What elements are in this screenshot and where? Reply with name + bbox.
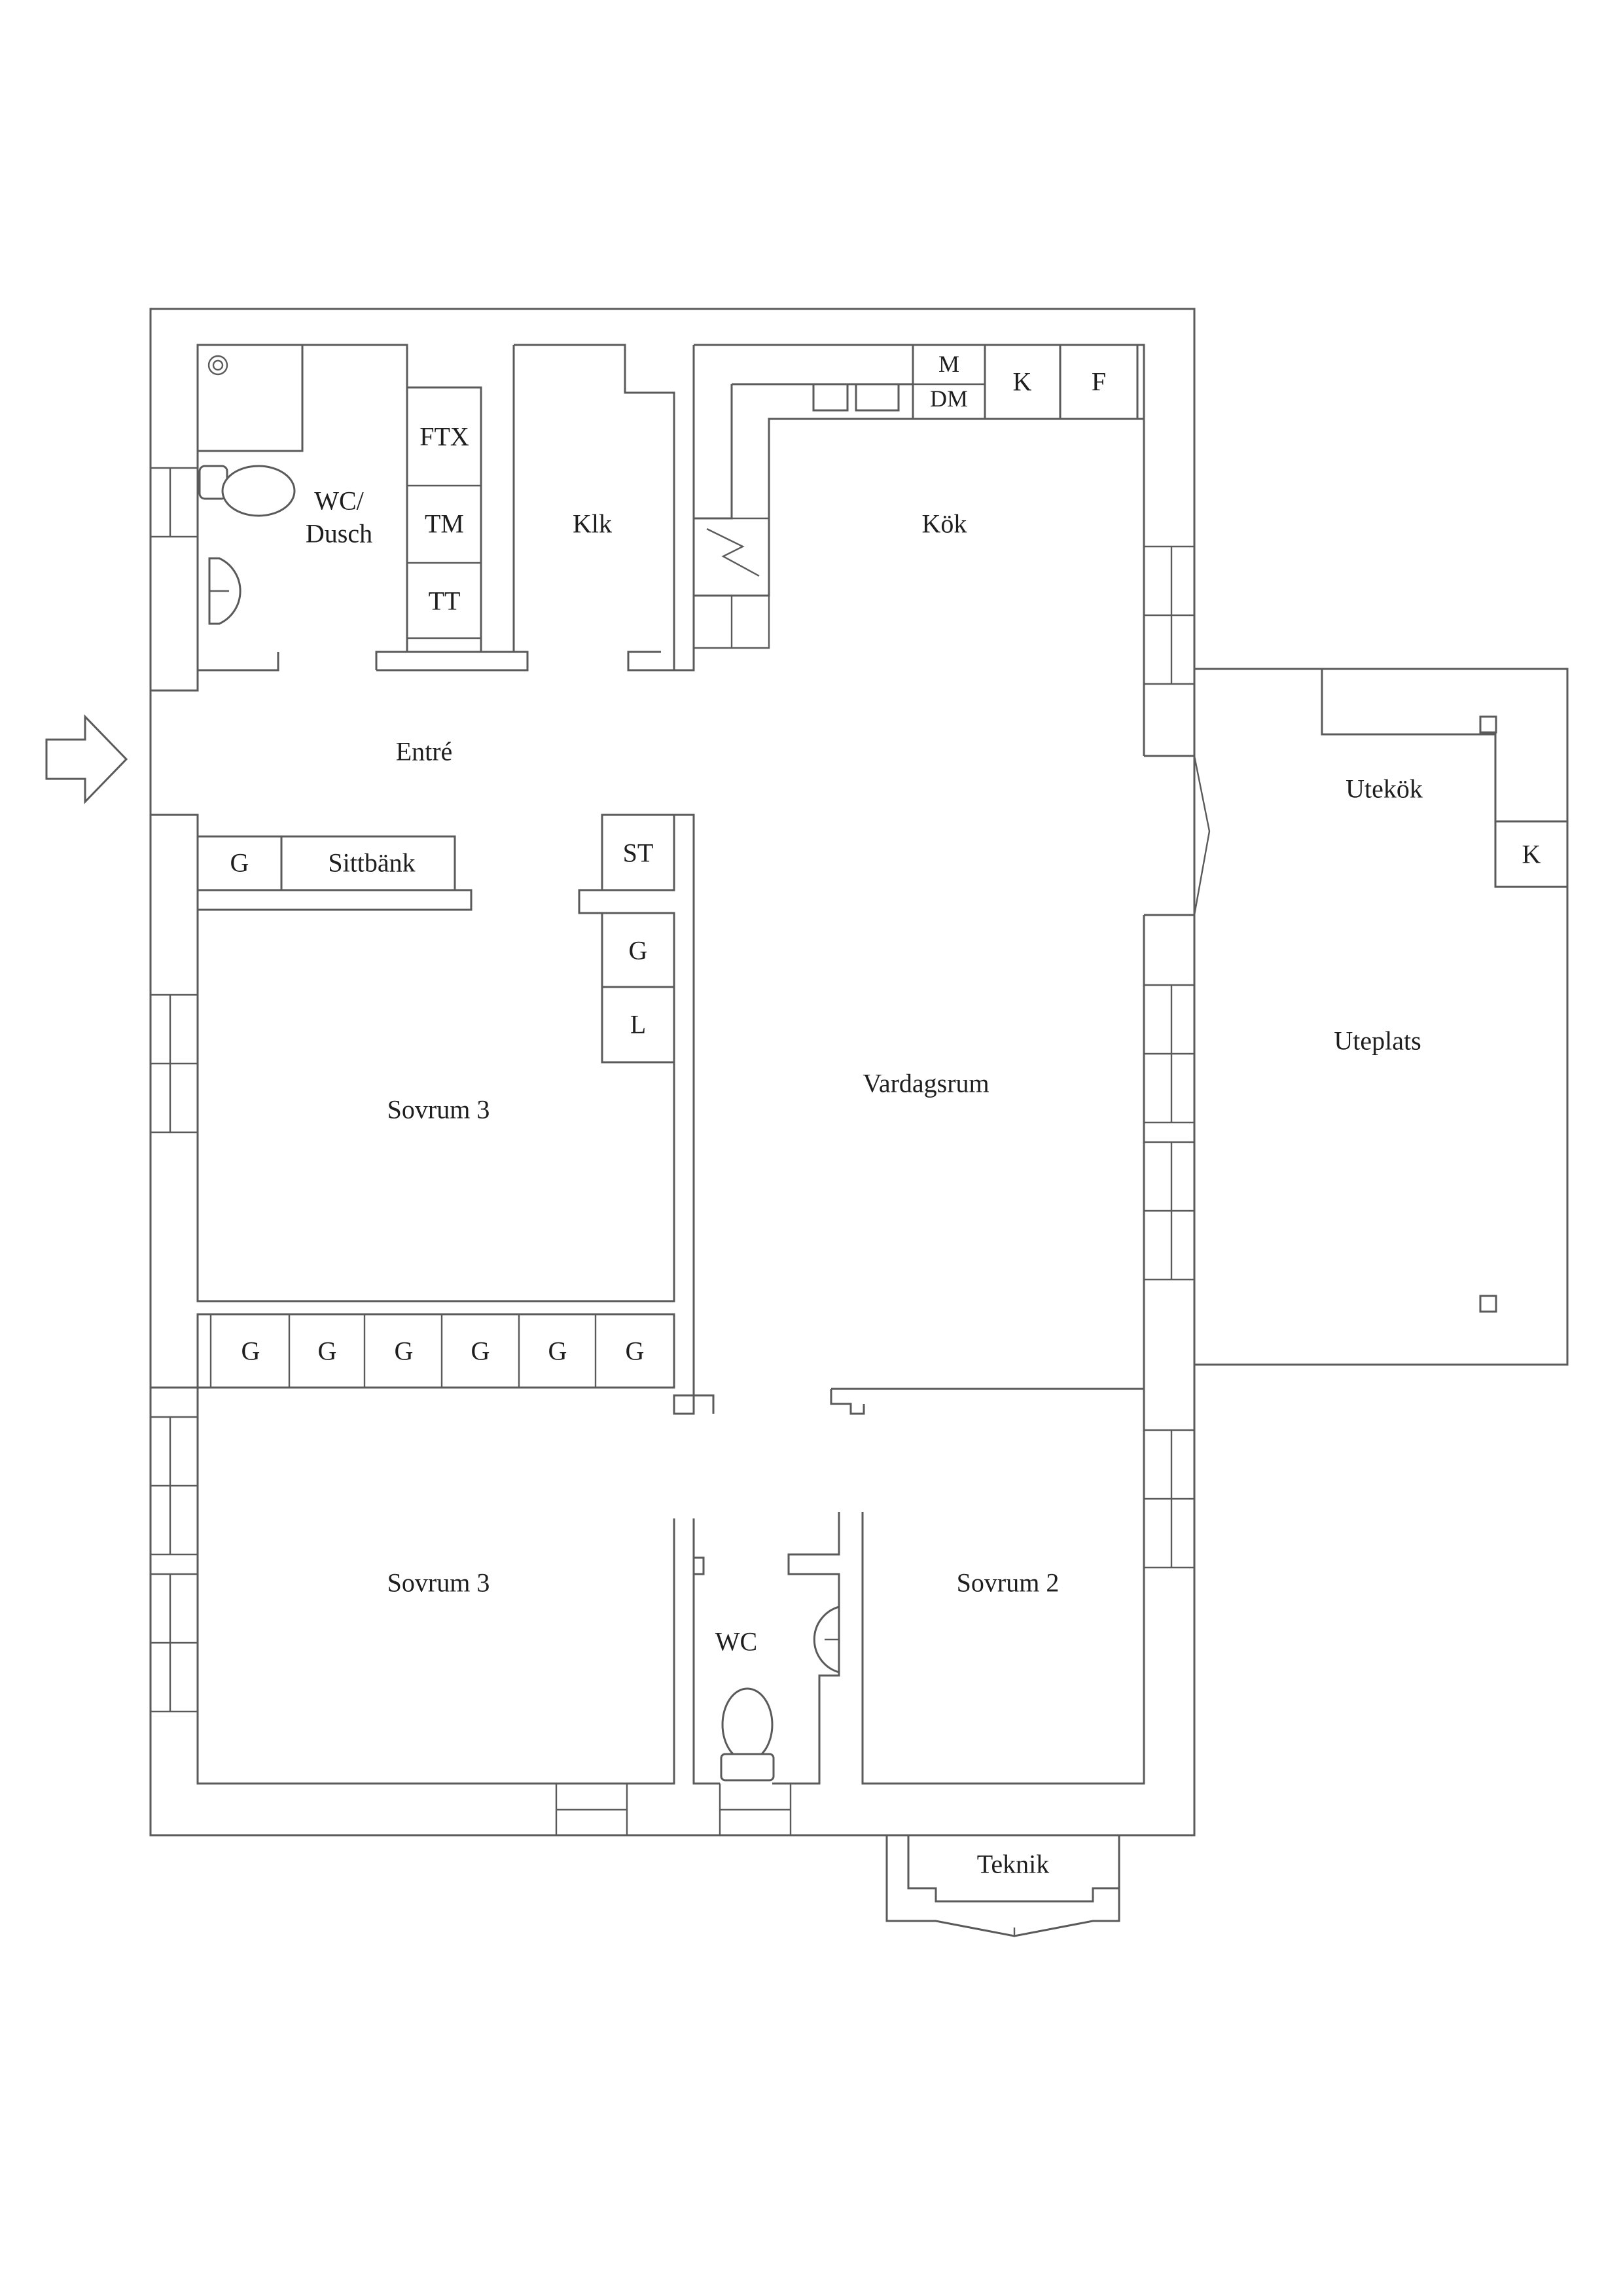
shower	[196, 344, 304, 452]
label-uteplats: Uteplats	[1334, 1026, 1421, 1056]
label-klk: Klk	[573, 509, 612, 539]
label-m: M	[938, 351, 959, 377]
label-sovrum-2: Sovrum 2	[957, 1568, 1060, 1598]
stove-hob	[812, 383, 849, 412]
patio	[1194, 668, 1569, 1366]
label-sittbank: Sittbänk	[328, 848, 415, 878]
label-tt: TT	[429, 586, 461, 616]
label-kok: Kök	[922, 509, 967, 539]
label-tm: TM	[425, 509, 464, 539]
entrance-arrow-icon	[45, 714, 128, 804]
bathroom-fixtures	[196, 344, 304, 625]
label-wardrobe-6: G	[626, 1336, 645, 1366]
label-kitchen-k: K	[1013, 367, 1032, 397]
lower-wc-fixtures	[720, 1605, 840, 1782]
toilet-icon	[198, 465, 296, 517]
label-wc-dusch-line2: Dusch	[306, 519, 372, 548]
windows	[151, 467, 1211, 1835]
label-vardagsrum: Vardagsrum	[863, 1069, 989, 1098]
label-wardrobe-4: G	[471, 1336, 490, 1366]
kitchen-appliances	[812, 344, 1139, 420]
label-ftx: FTX	[419, 422, 469, 452]
toilet-icon	[720, 1687, 775, 1782]
fixture-labels: FTX TM TT M DM K F K G Sittbänk ST G L G…	[230, 351, 1541, 1366]
label-wc-dusch-line1: WC/	[314, 486, 364, 516]
room-labels: WC/ Dusch Klk Kök Entré Vardagsrum Sovru…	[306, 486, 1423, 1879]
sink	[855, 383, 900, 412]
label-entre: Entré	[396, 737, 453, 766]
shower-drain-icon	[207, 355, 228, 376]
label-dm: DM	[930, 386, 968, 412]
label-sovrum-lower: Sovrum 3	[387, 1568, 490, 1598]
teknik-room	[885, 1835, 1120, 1937]
wardrobe-row	[209, 1314, 597, 1388]
exterior-walls	[149, 308, 1196, 1837]
label-wardrobe-1: G	[241, 1336, 260, 1366]
label-entry-g: G	[230, 848, 249, 878]
utility-column	[406, 386, 482, 653]
label-wardrobe-3: G	[395, 1336, 414, 1366]
label-hall-g: G	[629, 936, 648, 965]
label-wc: WC	[715, 1627, 757, 1657]
label-wardrobe-5: G	[548, 1336, 567, 1366]
label-utekok: Utekök	[1346, 774, 1423, 804]
sink-icon	[813, 1605, 840, 1674]
entry-storage	[196, 814, 675, 1064]
label-hall-l: L	[630, 1010, 646, 1039]
sink-icon	[208, 557, 241, 625]
label-sovrum-upper: Sovrum 3	[387, 1095, 490, 1124]
label-wardrobe-2: G	[318, 1336, 337, 1366]
label-teknik: Teknik	[977, 1850, 1050, 1879]
label-st: ST	[623, 838, 654, 868]
label-outdoor-k: K	[1522, 840, 1541, 869]
label-kitchen-f: F	[1092, 367, 1106, 397]
